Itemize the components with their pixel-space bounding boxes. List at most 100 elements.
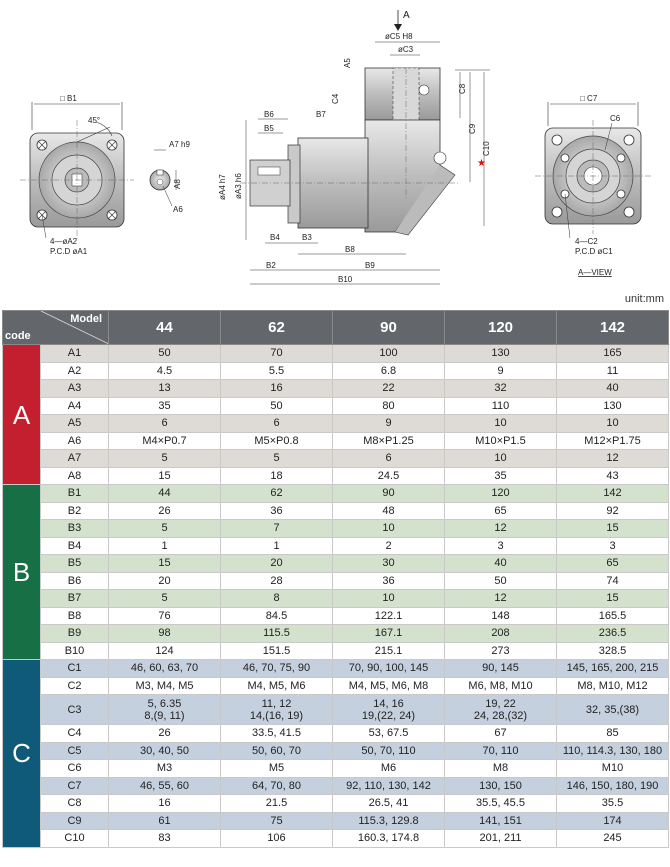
value-cell: 14, 16 19,(22, 24) [332, 694, 445, 725]
dim-b6: B6 [264, 110, 274, 119]
header-corner: Model code [2, 310, 109, 345]
value-cell: M8, M10, M12 [556, 676, 669, 695]
dim-a3: øA3 h6 [234, 173, 243, 199]
dim-c7: □ C7 [580, 94, 598, 103]
row-code: B2 [40, 501, 109, 520]
value-cell: 110 [444, 396, 557, 415]
value-cell: 36 [220, 501, 333, 520]
value-cell: 64, 70, 80 [220, 776, 333, 795]
row-code: C9 [40, 811, 109, 830]
value-cell: 30, 40, 50 [108, 741, 221, 760]
value-cell: 15 [556, 519, 669, 538]
value-cell: 46, 70, 75, 90 [220, 659, 333, 678]
value-cell: 10 [444, 414, 557, 433]
value-cell: 4.5 [108, 361, 221, 380]
dim-a5: A5 [343, 58, 352, 68]
row-code: A2 [40, 361, 109, 380]
value-cell: 20 [220, 554, 333, 573]
value-cell: 15 [108, 466, 221, 485]
row-code: C5 [40, 741, 109, 760]
header-model-44: 44 [108, 310, 221, 345]
value-cell: 28 [220, 571, 333, 590]
value-cell: 40 [556, 379, 669, 398]
value-cell: 120 [444, 484, 557, 503]
front-flange-view: □ B1 45° 4—øA2 P.C.D øA1 [20, 94, 134, 256]
value-cell: 50, 70, 110 [332, 741, 445, 760]
row-code: C3 [40, 694, 109, 725]
value-cell: 142 [556, 484, 669, 503]
value-cell: 160.3, 174.8 [332, 829, 445, 848]
value-cell: M10×P1.5 [444, 431, 557, 450]
value-cell: 40 [444, 554, 557, 573]
value-cell: 50 [220, 396, 333, 415]
value-cell: 245 [556, 829, 669, 848]
value-cell: 26.5, 41 [332, 794, 445, 813]
value-cell: 46, 60, 63, 70 [108, 659, 221, 678]
value-cell: 9 [332, 414, 445, 433]
row-code: B3 [40, 519, 109, 538]
header-model-62: 62 [220, 310, 333, 345]
value-cell: 5 [108, 449, 221, 468]
value-cell: 141, 151 [444, 811, 557, 830]
value-cell: 6.8 [332, 361, 445, 380]
value-cell: 1 [220, 536, 333, 555]
value-cell: 61 [108, 811, 221, 830]
value-cell: 165 [556, 344, 669, 363]
value-cell: 65 [556, 554, 669, 573]
value-cell: 273 [444, 641, 557, 660]
dim-c4: C4 [331, 93, 340, 104]
value-cell: 7 [220, 519, 333, 538]
dim-c5: øC5 H8 [385, 32, 413, 41]
row-code: A5 [40, 414, 109, 433]
header-code-label: code [5, 330, 31, 342]
value-cell: 148 [444, 606, 557, 625]
group-label-a: A [2, 344, 41, 485]
dim-pcd-c1: P.C.D øC1 [575, 247, 613, 256]
row-code: B7 [40, 589, 109, 608]
value-cell: 12 [444, 519, 557, 538]
value-cell: 151.5 [220, 641, 333, 660]
technical-drawing: □ B1 45° 4—øA2 P.C.D øA1 A7 h9 [20, 10, 651, 285]
value-cell: 130 [444, 344, 557, 363]
value-cell: 10 [332, 519, 445, 538]
value-cell: 165.5 [556, 606, 669, 625]
value-cell: 76 [108, 606, 221, 625]
value-cell: 201, 211 [444, 829, 557, 848]
value-cell: 174 [556, 811, 669, 830]
unit-label: unit:mm [624, 293, 664, 305]
header-model-90: 90 [332, 310, 445, 345]
group-label-b: B [2, 484, 41, 660]
dim-b4: B4 [270, 233, 280, 242]
value-cell: 122.1 [332, 606, 445, 625]
side-view: A øC5 H8 øC3 A5 C4 C8 C9 C10 ★ B6 [218, 10, 491, 285]
value-cell: 130 [556, 396, 669, 415]
value-cell: 1 [108, 536, 221, 555]
value-cell: M4×P0.7 [108, 431, 221, 450]
dim-pcd-a1: P.C.D øA1 [50, 247, 88, 256]
value-cell: 30 [332, 554, 445, 573]
value-cell: 10 [444, 449, 557, 468]
dim-b3: B3 [302, 233, 312, 242]
value-cell: M4, M5, M6 [220, 676, 333, 695]
dim-c9: C9 [468, 123, 477, 134]
dim-b5: B5 [264, 124, 274, 133]
value-cell: 22 [332, 379, 445, 398]
value-cell: M6 [332, 759, 445, 778]
value-cell: 70 [220, 344, 333, 363]
value-cell: 6 [220, 414, 333, 433]
